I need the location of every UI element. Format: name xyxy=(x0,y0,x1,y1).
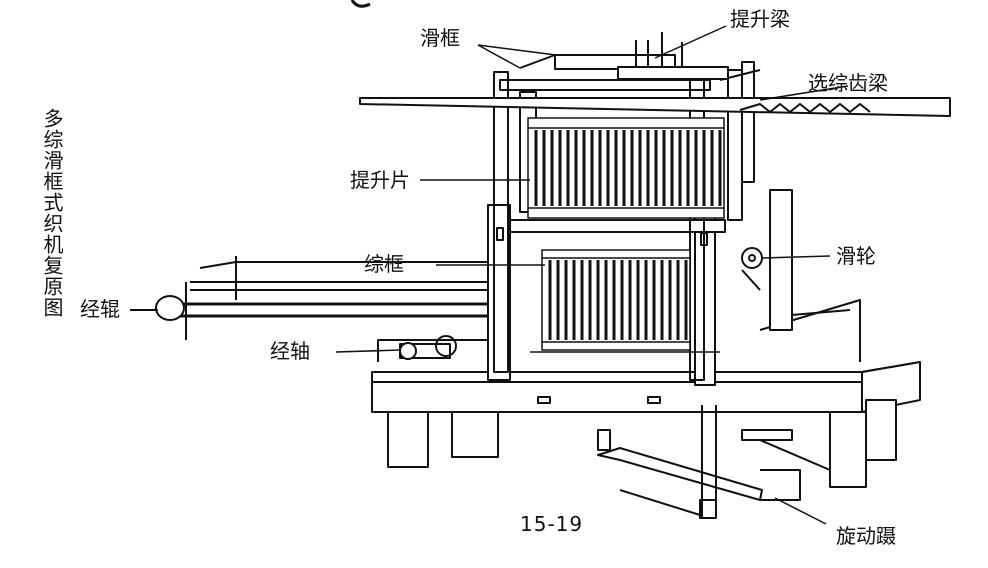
label-heddle-frame: 综框 xyxy=(364,252,404,276)
label-warp-axle: 经轴 xyxy=(270,339,310,363)
loom-base xyxy=(371,299,921,488)
slide-frame xyxy=(493,54,761,381)
label-pulley: 滑轮 xyxy=(836,244,876,268)
label-slide-frame: 滑框 xyxy=(420,26,460,50)
figure-number: 15-19 xyxy=(520,512,584,536)
lifting-plate-bars xyxy=(534,130,722,206)
top-fragment xyxy=(350,0,371,8)
warp-axle xyxy=(399,335,457,360)
figure-title: 多综滑框式织机复原图 xyxy=(40,108,64,318)
treadle xyxy=(597,405,831,519)
label-lifting-beam: 提升梁 xyxy=(730,7,790,31)
lifting-beam xyxy=(617,32,729,80)
leader-lines xyxy=(130,25,849,525)
label-selecting-comb-beam: 选综齿梁 xyxy=(808,71,888,95)
label-warp-roller: 经辊 xyxy=(80,297,120,321)
heddle-bars xyxy=(548,260,688,340)
pulley xyxy=(741,247,763,291)
label-lifting-plate: 提升片 xyxy=(350,168,410,192)
warp-frame xyxy=(130,256,500,340)
label-rotating-treadle: 旋动蹑 xyxy=(836,524,896,548)
comb-beam xyxy=(359,97,951,117)
